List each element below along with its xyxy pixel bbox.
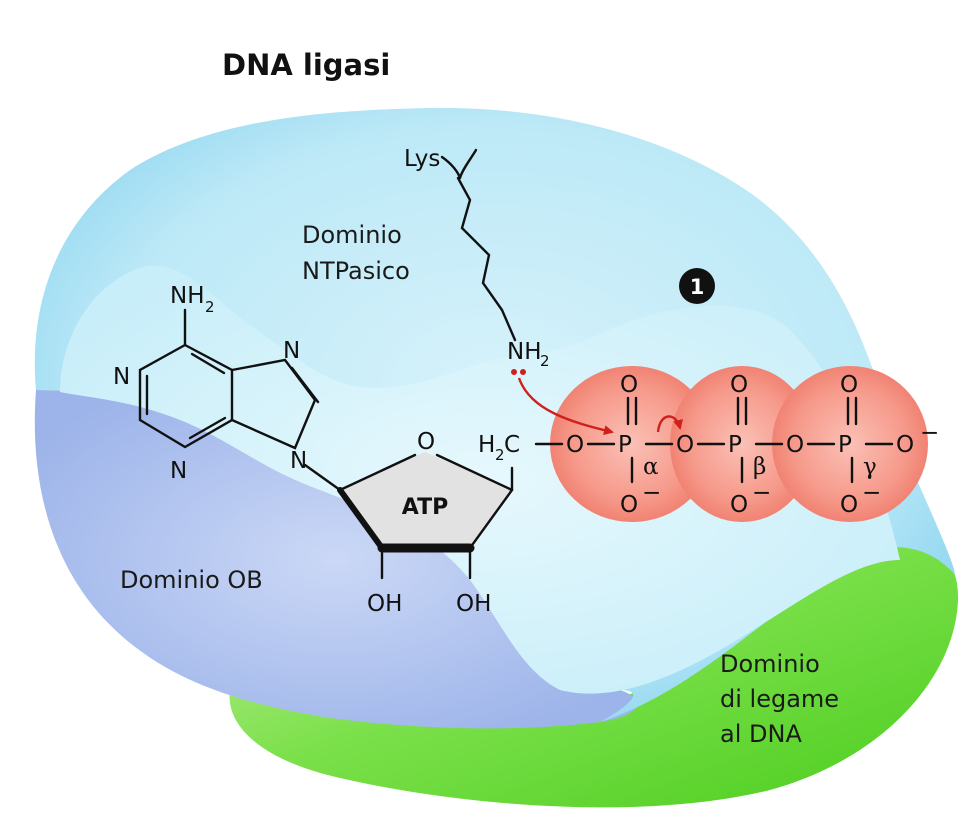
gamma-charge: − — [862, 480, 881, 506]
beta-charge: − — [752, 480, 771, 506]
alpha-oxo: O — [620, 372, 638, 398]
dna-domain-label-3: al DNA — [720, 720, 802, 748]
adenine-amino-subscript: 2 — [205, 298, 215, 316]
terminal-oxide: O — [896, 432, 914, 458]
nucleophilic-attack-arrow — [517, 377, 614, 436]
lysine-side-chain: Lys NH 2 — [404, 146, 550, 375]
step-badge: 1 — [679, 268, 715, 304]
ob-domain — [34, 390, 638, 729]
lone-pair-dot-1 — [511, 369, 517, 375]
phosphorus-alpha: P — [618, 432, 632, 458]
gamma-oxide: O — [840, 492, 858, 518]
bridge-oxygen-1: O — [566, 432, 584, 458]
alpha-oxide: O — [620, 492, 638, 518]
beta-oxo: O — [730, 372, 748, 398]
hydroxyl-2: OH — [367, 591, 402, 617]
adenine-n7: N — [283, 338, 300, 364]
lysine-label: Lys — [404, 146, 440, 172]
dna-domain-label-2: di legame — [720, 685, 839, 713]
lysine-amine: NH — [507, 339, 542, 365]
phosphorus-gamma: P — [838, 432, 852, 458]
step-number: 1 — [690, 275, 705, 299]
alpha-label: α — [643, 454, 659, 480]
adenine-n1: N — [113, 364, 130, 390]
bridge-oxygen-2: O — [676, 432, 694, 458]
gamma-oxo: O — [840, 372, 858, 398]
phosphate-chain: O P O O − α O P O O − β O P O O − γ O — [534, 372, 939, 518]
dna-domain-label-1: Dominio — [720, 650, 820, 678]
c5-subscript: 2 — [495, 446, 505, 464]
ntpase-domain-label-2: NTPasico — [302, 257, 410, 285]
dna-binding-domain — [229, 543, 959, 808]
ribose-ring-oxygen: O — [417, 429, 435, 455]
c5-h: H — [478, 432, 495, 458]
hydroxyl-3: OH — [456, 591, 491, 617]
bridge-oxygen-3: O — [786, 432, 804, 458]
ob-domain-label: Dominio OB — [120, 566, 263, 594]
adenine-amino: NH — [170, 283, 205, 309]
ntpase-domain-label-1: Dominio — [302, 221, 402, 249]
alpha-charge: − — [642, 480, 661, 506]
adenine-base: NH 2 N N N N — [113, 283, 342, 492]
lone-pair-dot-2 — [520, 369, 526, 375]
ribose-sugar: O ATP OH OH H 2 C — [337, 429, 520, 617]
adenine-n9: N — [290, 448, 307, 474]
triphosphate-blob — [550, 366, 928, 522]
phosphorus-beta: P — [728, 432, 742, 458]
gamma-label: γ — [863, 454, 877, 480]
diagram-title: DNA ligasi — [222, 48, 390, 82]
lysine-amine-subscript: 2 — [540, 352, 550, 370]
beta-oxide: O — [730, 492, 748, 518]
beta-label: β — [753, 454, 766, 480]
bond-cleavage-arrow — [656, 415, 683, 433]
terminal-charge: − — [920, 420, 939, 446]
c5-carbon: C — [504, 432, 520, 458]
atp-label: ATP — [402, 495, 448, 520]
adenine-n3: N — [170, 458, 187, 484]
